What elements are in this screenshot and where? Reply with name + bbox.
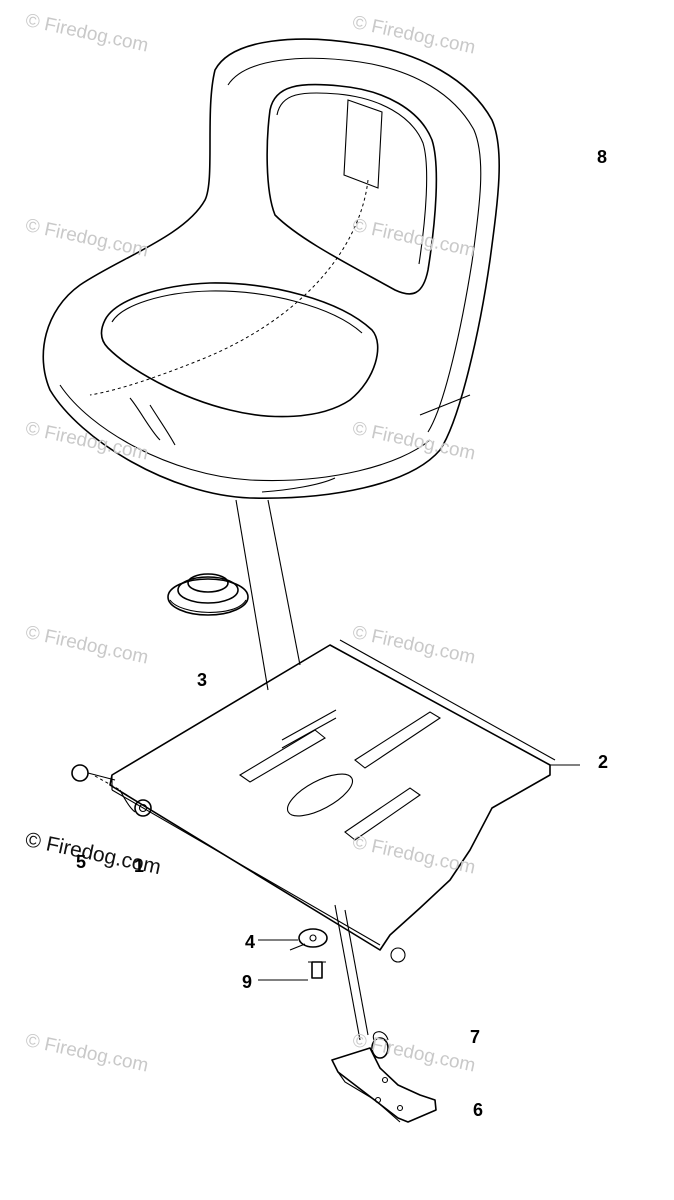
callout-8: 8 xyxy=(597,147,608,167)
callout-6: 6 xyxy=(473,1100,484,1120)
seat-plate-part[interactable] xyxy=(109,639,580,963)
support-rod xyxy=(334,904,361,1041)
seat-post xyxy=(235,499,301,691)
pin-part[interactable] xyxy=(258,961,326,981)
bolt-part[interactable] xyxy=(71,764,121,791)
washer-part[interactable] xyxy=(258,928,328,951)
knob-part[interactable] xyxy=(167,573,249,616)
callout-1: 1 xyxy=(134,856,145,876)
support-rod-2 xyxy=(344,909,369,1036)
callout-9: 9 xyxy=(242,972,253,992)
callout-7: 7 xyxy=(470,1027,481,1047)
callout-4: 4 xyxy=(245,932,256,952)
callout-2: 2 xyxy=(598,752,609,772)
nut-part[interactable] xyxy=(119,789,152,817)
seat-part[interactable] xyxy=(42,38,501,499)
callout-5: 5 xyxy=(76,852,87,872)
callout-3: 3 xyxy=(197,670,208,690)
bracket-part[interactable] xyxy=(331,1047,437,1123)
clip-part[interactable] xyxy=(371,1031,389,1059)
